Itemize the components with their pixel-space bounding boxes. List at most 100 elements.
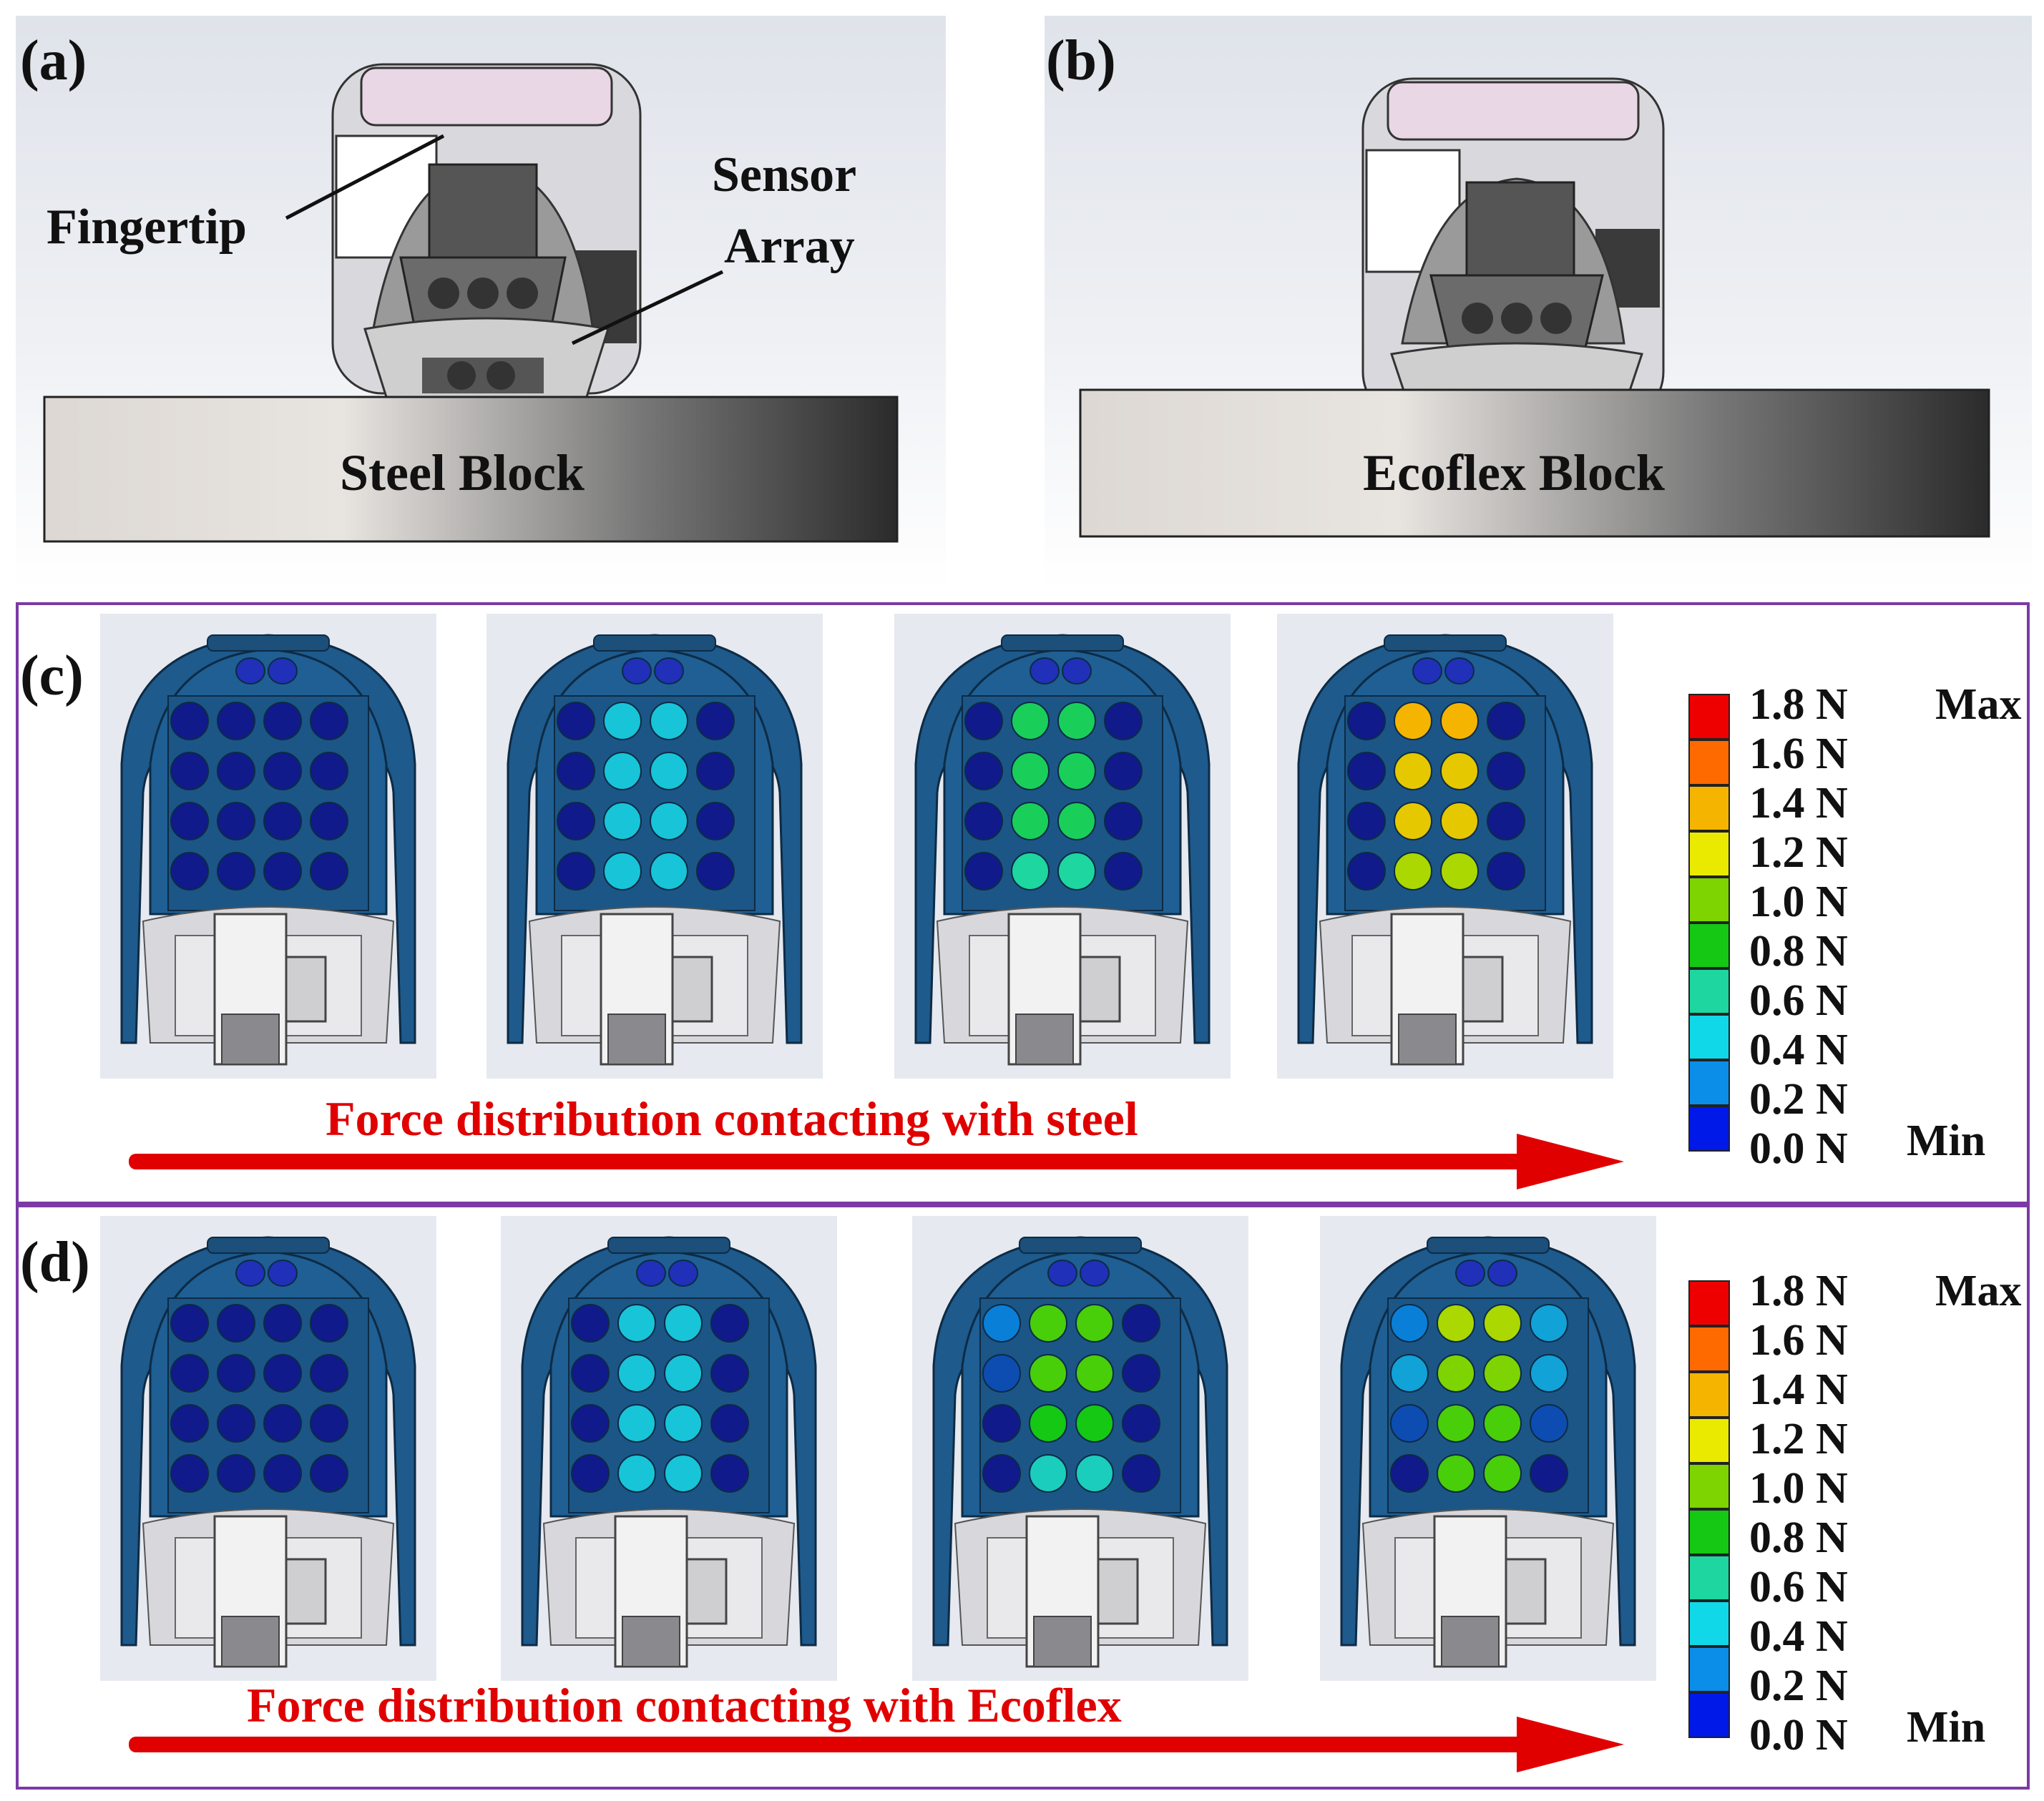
sensor-taxel [557,702,595,740]
force-frame-2 [501,1216,837,1681]
sensor-dot [428,278,459,309]
sensor-taxel [1390,1304,1429,1343]
sensor-taxel [1011,852,1050,890]
fingertip-top-pad [1387,81,1640,141]
colorbar-segment [1688,877,1730,923]
motor-shadow [622,1616,680,1667]
motor-hub [671,956,713,1023]
motor-shadow [607,1014,666,1065]
sensor-taxel [170,702,209,740]
max-label: Max [1935,1267,2022,1315]
colorbar-tick-label: 1.8 N [1749,680,1848,729]
colorbar-segment [1688,1601,1730,1647]
sensor-taxel [310,852,348,890]
sensor-taxel [964,852,1003,890]
sensor-taxel [1530,1354,1568,1393]
sensor-taxel [650,802,688,840]
panel-a-label: (a) [20,29,87,92]
sensor-taxel [217,1454,255,1493]
top-sensor [1487,1260,1517,1287]
motor-hub [285,956,327,1023]
sensor-taxel [263,1354,302,1393]
sensor-taxel [982,1354,1021,1393]
sensor-taxel [1487,802,1525,840]
sensor-taxel [1075,1354,1114,1393]
top-sensor [1080,1260,1110,1287]
sensor-taxel [664,1304,703,1343]
sensor-taxel [1011,752,1050,790]
sensor-taxel [664,1354,703,1393]
colorbar-tick-label: 1.6 N [1749,730,1848,778]
sensor-taxel [696,752,735,790]
motor-hub [1079,956,1121,1023]
sensor-taxel [1075,1304,1114,1343]
sensor-callout-line1: Sensor [712,147,857,202]
colorbar-segment [1688,1418,1730,1463]
sensor-taxel [1390,1404,1429,1443]
sensor-taxel [710,1404,749,1443]
sensor-taxel [1029,1454,1067,1493]
sensor-taxel [982,1404,1021,1443]
top-sensor [1455,1260,1485,1287]
sensor-taxel [1394,802,1432,840]
top-sensor [1412,657,1442,684]
sensor-taxel [1122,1304,1160,1343]
sensor-taxel [1390,1354,1429,1393]
sensor-taxel [650,752,688,790]
sensor-taxel [557,802,595,840]
sensor-taxel [664,1454,703,1493]
fingertip-top-pad [360,67,613,127]
sensor-taxel [696,702,735,740]
sensor-taxel [310,1354,348,1393]
colorbar-tick-label: 1.0 N [1749,1464,1848,1513]
sensor-taxel [1104,702,1143,740]
sensor-taxel [263,702,302,740]
sensor-taxel [1487,702,1525,740]
sensor-taxel [1530,1404,1568,1443]
panel-c-frame [16,602,2030,1204]
motor-shadow [1441,1616,1500,1667]
colorbar-segment [1688,1014,1730,1060]
colorbar-segment [1688,1326,1730,1372]
sensor-taxel [1530,1454,1568,1493]
sensor-taxel [1104,752,1143,790]
colorbar-segment [1688,1555,1730,1601]
sensor-taxel [1483,1404,1522,1443]
sensor-taxel [603,802,642,840]
ecoflex-block-label: Ecoflex Block [1363,444,1665,501]
sensor-taxel [263,752,302,790]
colorbar-segment [1688,694,1730,740]
panel-d-caption: Force distribution contacting with Ecofl… [247,1678,1122,1732]
sensor-taxel [1122,1404,1160,1443]
sensor-taxel [571,1404,610,1443]
sensor-taxel [1057,802,1096,840]
sensor-taxel [170,1304,209,1343]
sensor-taxel [170,1454,209,1493]
panel-d-arrow [129,1717,1624,1772]
sensor-taxel [617,1454,656,1493]
sensor-taxel [617,1354,656,1393]
sensor-taxel [1011,802,1050,840]
min-label: Min [1907,1117,1986,1165]
colorbar-tick-label: 0.6 N [1749,1563,1848,1611]
top-strip [207,634,330,652]
sensor-taxel [1437,1354,1475,1393]
sensor-taxel [1057,752,1096,790]
colorbar-segment [1688,1372,1730,1418]
sensor-taxel [571,1304,610,1343]
sensor-taxel [1075,1454,1114,1493]
motor-hub [685,1558,728,1625]
panel-d-frame [16,1204,2030,1790]
sensor-taxel [1440,752,1479,790]
colorbar-tick-label: 0.2 N [1749,1662,1848,1710]
sensor-socket [1465,181,1575,277]
colorbar-tick-label: 0.4 N [1749,1026,1848,1074]
sensor-taxel [710,1354,749,1393]
colorbar-tick-label: 1.4 N [1749,779,1848,828]
top-strip [1384,634,1507,652]
sensor-taxel [1440,702,1479,740]
top-sensor [636,1260,666,1287]
sensor-taxel [310,1304,348,1343]
